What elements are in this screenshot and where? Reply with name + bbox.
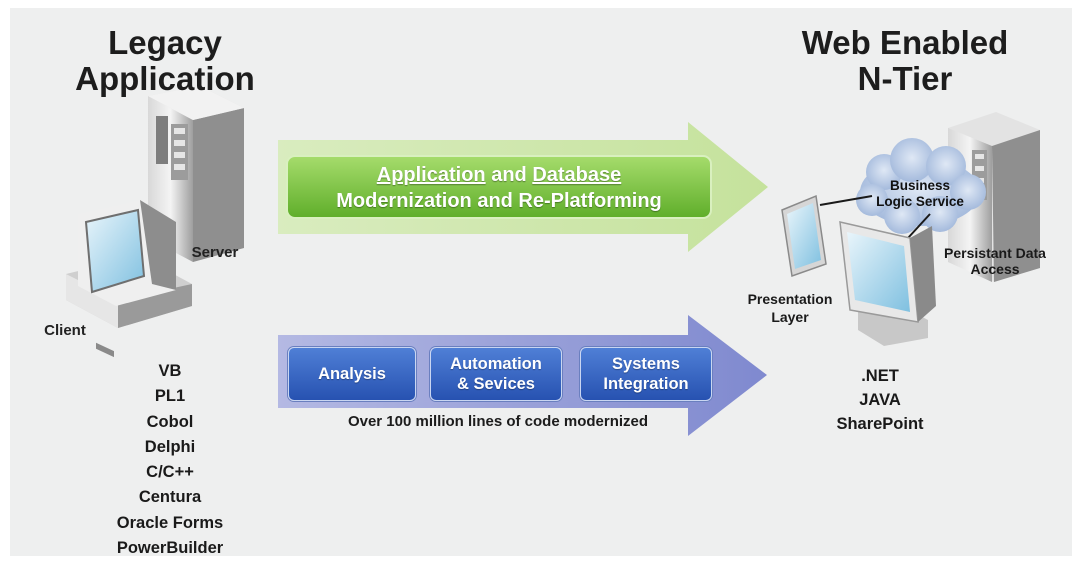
legacy-languages: VB PL1 Cobol Delphi C/C++ Centura Oracle… [70,359,270,561]
application-word: Application [376,164,486,186]
top-arrow-line2: Modernization and Re-Platforming [336,190,662,212]
persistent-data-label: Persistant Data Access [925,245,1065,277]
step-systems-line2: Integration [603,375,689,393]
language-item: C/C++ [146,463,194,482]
database-word: Database [532,164,622,186]
step-analysis-label: Analysis [318,365,386,383]
legacy-title-line1: Legacy [108,24,222,61]
presentation-layer-label: Presentation Layer [735,290,845,326]
business-logic-line1: Business [889,178,951,193]
step-analysis: Analysis [288,347,416,401]
bottom-arrow-caption: Over 100 million lines of code modernize… [347,413,649,430]
target-title-line2: N-Tier [857,60,953,97]
presentation-tablet-icon [781,194,827,278]
step-systems: Systems Integration [580,347,712,401]
connector-tablet-line [819,195,873,206]
legacy-server-icon [148,86,244,262]
and-word: and [485,164,533,186]
language-item: PowerBuilder [116,539,224,558]
persistent-data-line2: Access [970,261,1020,277]
legacy-client-icon [66,200,192,358]
step-automation: Automation & Sevices [430,347,562,401]
language-item: Cobol [146,412,194,431]
top-arrow-label: Application and Database Modernization a… [287,162,711,214]
target-title-line1: Web Enabled [801,24,1009,61]
connector-monitor-line [907,213,931,239]
presentation-layer-line2: Layer [771,309,809,325]
language-item: Oracle Forms [116,513,224,532]
language-item: PL1 [154,387,186,406]
persistent-data-line1: Persistant Data [944,245,1046,261]
business-logic-line2: Logic Service [876,194,964,209]
business-logic-cloud-icon [856,138,986,234]
business-logic-label: Business Logic Service [860,178,980,210]
presentation-monitor-icon [839,221,936,346]
language-item: VB [158,362,182,380]
language-item: Centura [138,488,202,507]
client-label: Client [44,322,86,339]
presentation-layer-line1: Presentation [747,291,833,307]
platform-item: .NET [861,367,899,385]
platform-item: JAVA [859,391,901,409]
server-label: Server [191,244,239,261]
platform-item: SharePoint [836,415,924,433]
target-platforms: .NET JAVA SharePoint [795,364,965,436]
target-title: Web Enabled N-Tier [770,25,1040,97]
step-automation-line2: & Sevices [457,375,535,393]
legacy-title: Legacy Application [50,25,280,97]
language-item: Delphi [144,437,196,456]
legacy-title-line2: Application [75,60,255,97]
step-automation-line1: Automation [450,355,542,373]
top-arrow-box [286,155,712,219]
step-systems-line1: Systems [612,355,680,373]
